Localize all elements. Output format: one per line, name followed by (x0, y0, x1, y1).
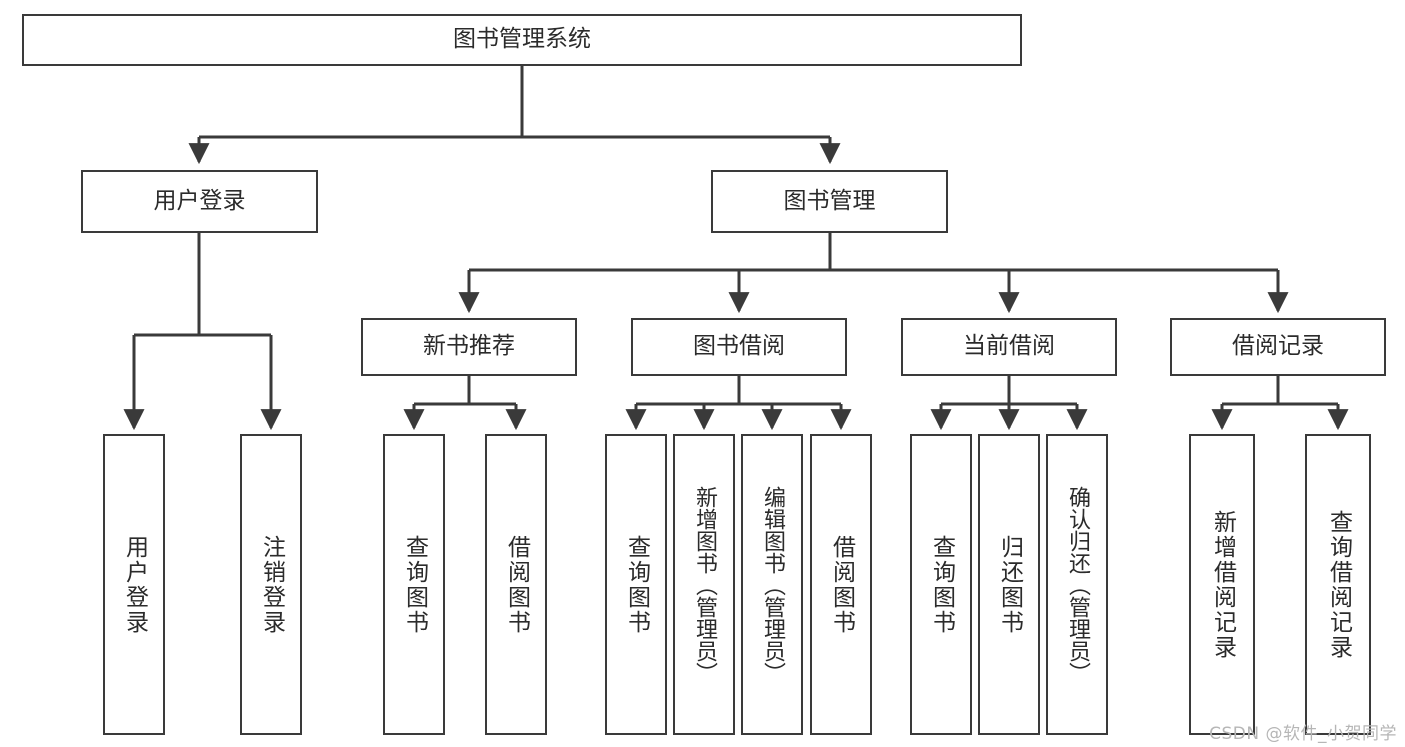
node-label: 查询借阅记录 (1325, 509, 1352, 660)
node-label: 借阅图书 (828, 534, 855, 635)
leaf-add-record[interactable]: 新增借阅记录 (1189, 434, 1255, 735)
node-user-login[interactable]: 用户登录 (81, 170, 318, 233)
leaf-edit-book[interactable]: 编辑图书（管理员） (741, 434, 803, 735)
leaf-query-record[interactable]: 查询借阅记录 (1305, 434, 1371, 735)
node-label: 查询图书 (928, 534, 955, 635)
node-label: 图书借阅 (693, 333, 785, 360)
leaf-add-book[interactable]: 新增图书（管理员） (673, 434, 735, 735)
node-book-manage[interactable]: 图书管理 (711, 170, 948, 233)
node-label: 归还图书 (996, 534, 1023, 635)
node-label: 图书管理系统 (453, 26, 591, 53)
node-label: 查询图书 (401, 534, 428, 635)
node-label: 借阅图书 (503, 534, 530, 635)
node-label: 图书管理 (783, 187, 876, 214)
node-label: 借阅记录 (1232, 333, 1324, 360)
node-label: 编辑图书（管理员） (760, 485, 785, 684)
node-label: 确认归还（管理员） (1065, 485, 1090, 684)
node-root-system[interactable]: 图书管理系统 (22, 14, 1022, 66)
node-book-borrow[interactable]: 图书借阅 (631, 318, 847, 376)
leaf-user-login[interactable]: 用户登录 (103, 434, 165, 735)
leaf-query-book-3[interactable]: 查询图书 (910, 434, 972, 735)
node-label: 新增图书（管理员） (692, 485, 717, 684)
node-new-book-recommend[interactable]: 新书推荐 (361, 318, 577, 376)
node-label: 用户登录 (121, 534, 148, 635)
node-label: 当前借阅 (963, 333, 1055, 360)
node-label: 注销登录 (258, 534, 285, 635)
csdn-watermark: CSDN @软件_小贺同学 (1209, 724, 1397, 744)
node-label: 新增借阅记录 (1209, 509, 1236, 660)
leaf-query-book-2[interactable]: 查询图书 (605, 434, 667, 735)
node-label: 用户登录 (153, 187, 246, 214)
leaf-borrow-book-1[interactable]: 借阅图书 (485, 434, 547, 735)
leaf-borrow-book-2[interactable]: 借阅图书 (810, 434, 872, 735)
node-label: 新书推荐 (423, 333, 515, 360)
node-current-borrow[interactable]: 当前借阅 (901, 318, 1117, 376)
node-borrow-record[interactable]: 借阅记录 (1170, 318, 1386, 376)
leaf-logout[interactable]: 注销登录 (240, 434, 302, 735)
leaf-return-book[interactable]: 归还图书 (978, 434, 1040, 735)
node-label: 查询图书 (623, 534, 650, 635)
leaf-query-book-1[interactable]: 查询图书 (383, 434, 445, 735)
leaf-confirm-return[interactable]: 确认归还（管理员） (1046, 434, 1108, 735)
